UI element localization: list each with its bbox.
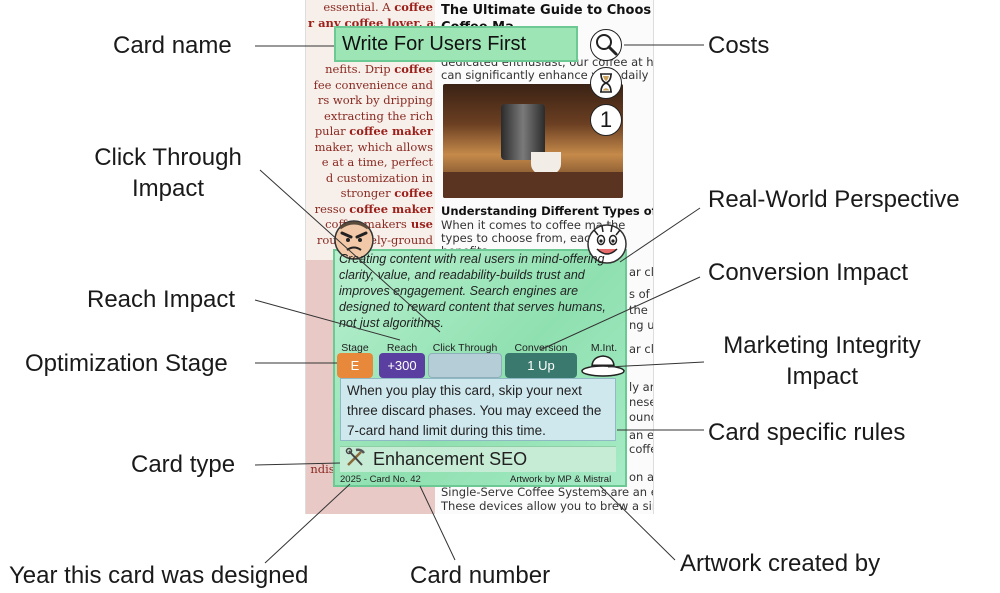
background-text-line: nefits. Drip coffee — [325, 62, 433, 76]
article-text-line: types to choose from, each u — [441, 231, 609, 245]
background-text-line: d customization in — [325, 170, 433, 185]
background-text-line: essential. A coffee — [323, 0, 433, 14]
angry-face-icon — [330, 214, 378, 262]
background-text-line: stronger coffee — [340, 186, 433, 200]
article-text-line: When it comes to coffee ma the — [441, 218, 626, 232]
article-fragment: ng u — [629, 318, 653, 332]
click-through-value — [428, 353, 502, 378]
card-name: Write For Users First — [334, 26, 578, 62]
callout-year: Year this card was designed — [9, 562, 309, 589]
marketing-integrity-label: M.Int. — [590, 342, 618, 354]
callout-reach: Reach Impact — [87, 286, 236, 313]
happy-face-icon — [582, 218, 632, 268]
callout-card-number: Card number — [410, 562, 551, 589]
fedora-hat-icon — [580, 351, 626, 381]
reach-label: Reach — [386, 342, 418, 354]
article-fragment: on a — [629, 470, 653, 484]
leader-card-type — [254, 462, 341, 466]
article-fragment: ound — [629, 410, 653, 424]
callout-real-world: Real-World Perspective — [708, 186, 960, 213]
card-flavor-text: Creating content with real users in mind… — [339, 252, 606, 330]
hourglass-icon — [590, 67, 622, 99]
click-through-label: Click Through — [432, 342, 498, 354]
article-title: The Ultimate Guide to Choos — [441, 3, 652, 18]
card-rules-text: When you play this card, skip your next … — [340, 378, 616, 441]
article-heading: Understanding Different Types of — [441, 204, 653, 218]
callout-card-type: Card type — [131, 451, 236, 478]
leader-reach — [254, 299, 401, 341]
callout-artwork: Artwork created by — [680, 550, 881, 577]
stage-value: E — [337, 353, 373, 378]
article-fragment: an e — [629, 428, 653, 442]
reach-value: +300 — [379, 353, 425, 378]
leader-year — [264, 483, 351, 564]
leader-conversion — [539, 276, 701, 351]
article-bottom-line: These devices allow you to brew a sir — [441, 499, 653, 513]
background-text-line: pular coffee maker — [314, 124, 433, 138]
magnifier-icon — [590, 29, 622, 61]
leader-marketing-integrity — [607, 361, 705, 368]
background-text-line: resso coffee maker — [314, 201, 433, 216]
stage-label: Stage — [341, 342, 369, 354]
article-bottom-line: Single-Serve Coffee Systems are an e — [441, 485, 653, 499]
background-text-line: rs work by dripping — [317, 93, 433, 107]
callout-card-rules: Card specific rules — [708, 419, 906, 446]
article-fragment: nese — [629, 395, 653, 409]
callout-conversion: Conversion Impact — [708, 259, 909, 286]
article-fragment: ar cl — [629, 265, 653, 279]
cost-number-icon: 1 — [590, 104, 622, 136]
conversion-label: Conversion — [514, 342, 568, 354]
article-fragment: coffe — [629, 442, 653, 456]
conversion-value: 1 Up — [505, 353, 577, 378]
leader-artwork — [599, 485, 676, 561]
background-text-line: e at a time, perfect — [321, 155, 433, 169]
leader-click-through — [259, 169, 441, 333]
callout-marketing-integrity: Marketing Integrity Impact — [723, 332, 921, 390]
callout-card-name: Card name — [113, 32, 232, 59]
pickaxe-wrench-icon — [344, 447, 368, 469]
card-type-label: Enhancement SEO — [373, 449, 528, 469]
callout-optimization: Optimization Stage — [25, 350, 228, 377]
background-text-line: extracting the rich — [324, 108, 433, 123]
callout-costs: Costs — [708, 32, 770, 59]
article-fragment: s of — [629, 287, 650, 301]
background-right-column: The Ultimate Guide to Choos Coffee Ma de… — [439, 0, 653, 514]
article-fragment: ly ar — [629, 380, 653, 394]
card-footer-artwork: Artwork by MP & Mistral — [510, 474, 612, 485]
leader-card-number — [419, 485, 456, 561]
card-footer-year-number: 2025 - Card No. 42 — [340, 474, 421, 485]
coffee-machine-photo — [443, 84, 623, 198]
article-fragment: ar cl — [629, 342, 653, 356]
background-text-line: maker, which allows — [314, 139, 433, 154]
leader-real-world — [619, 207, 701, 263]
background-text-line: fee convenience and — [313, 77, 433, 92]
article-fragment: the — [629, 303, 648, 317]
card-type-bar: Enhancement SEO — [340, 446, 616, 472]
callout-click-through: Click Through Impact — [94, 144, 242, 202]
